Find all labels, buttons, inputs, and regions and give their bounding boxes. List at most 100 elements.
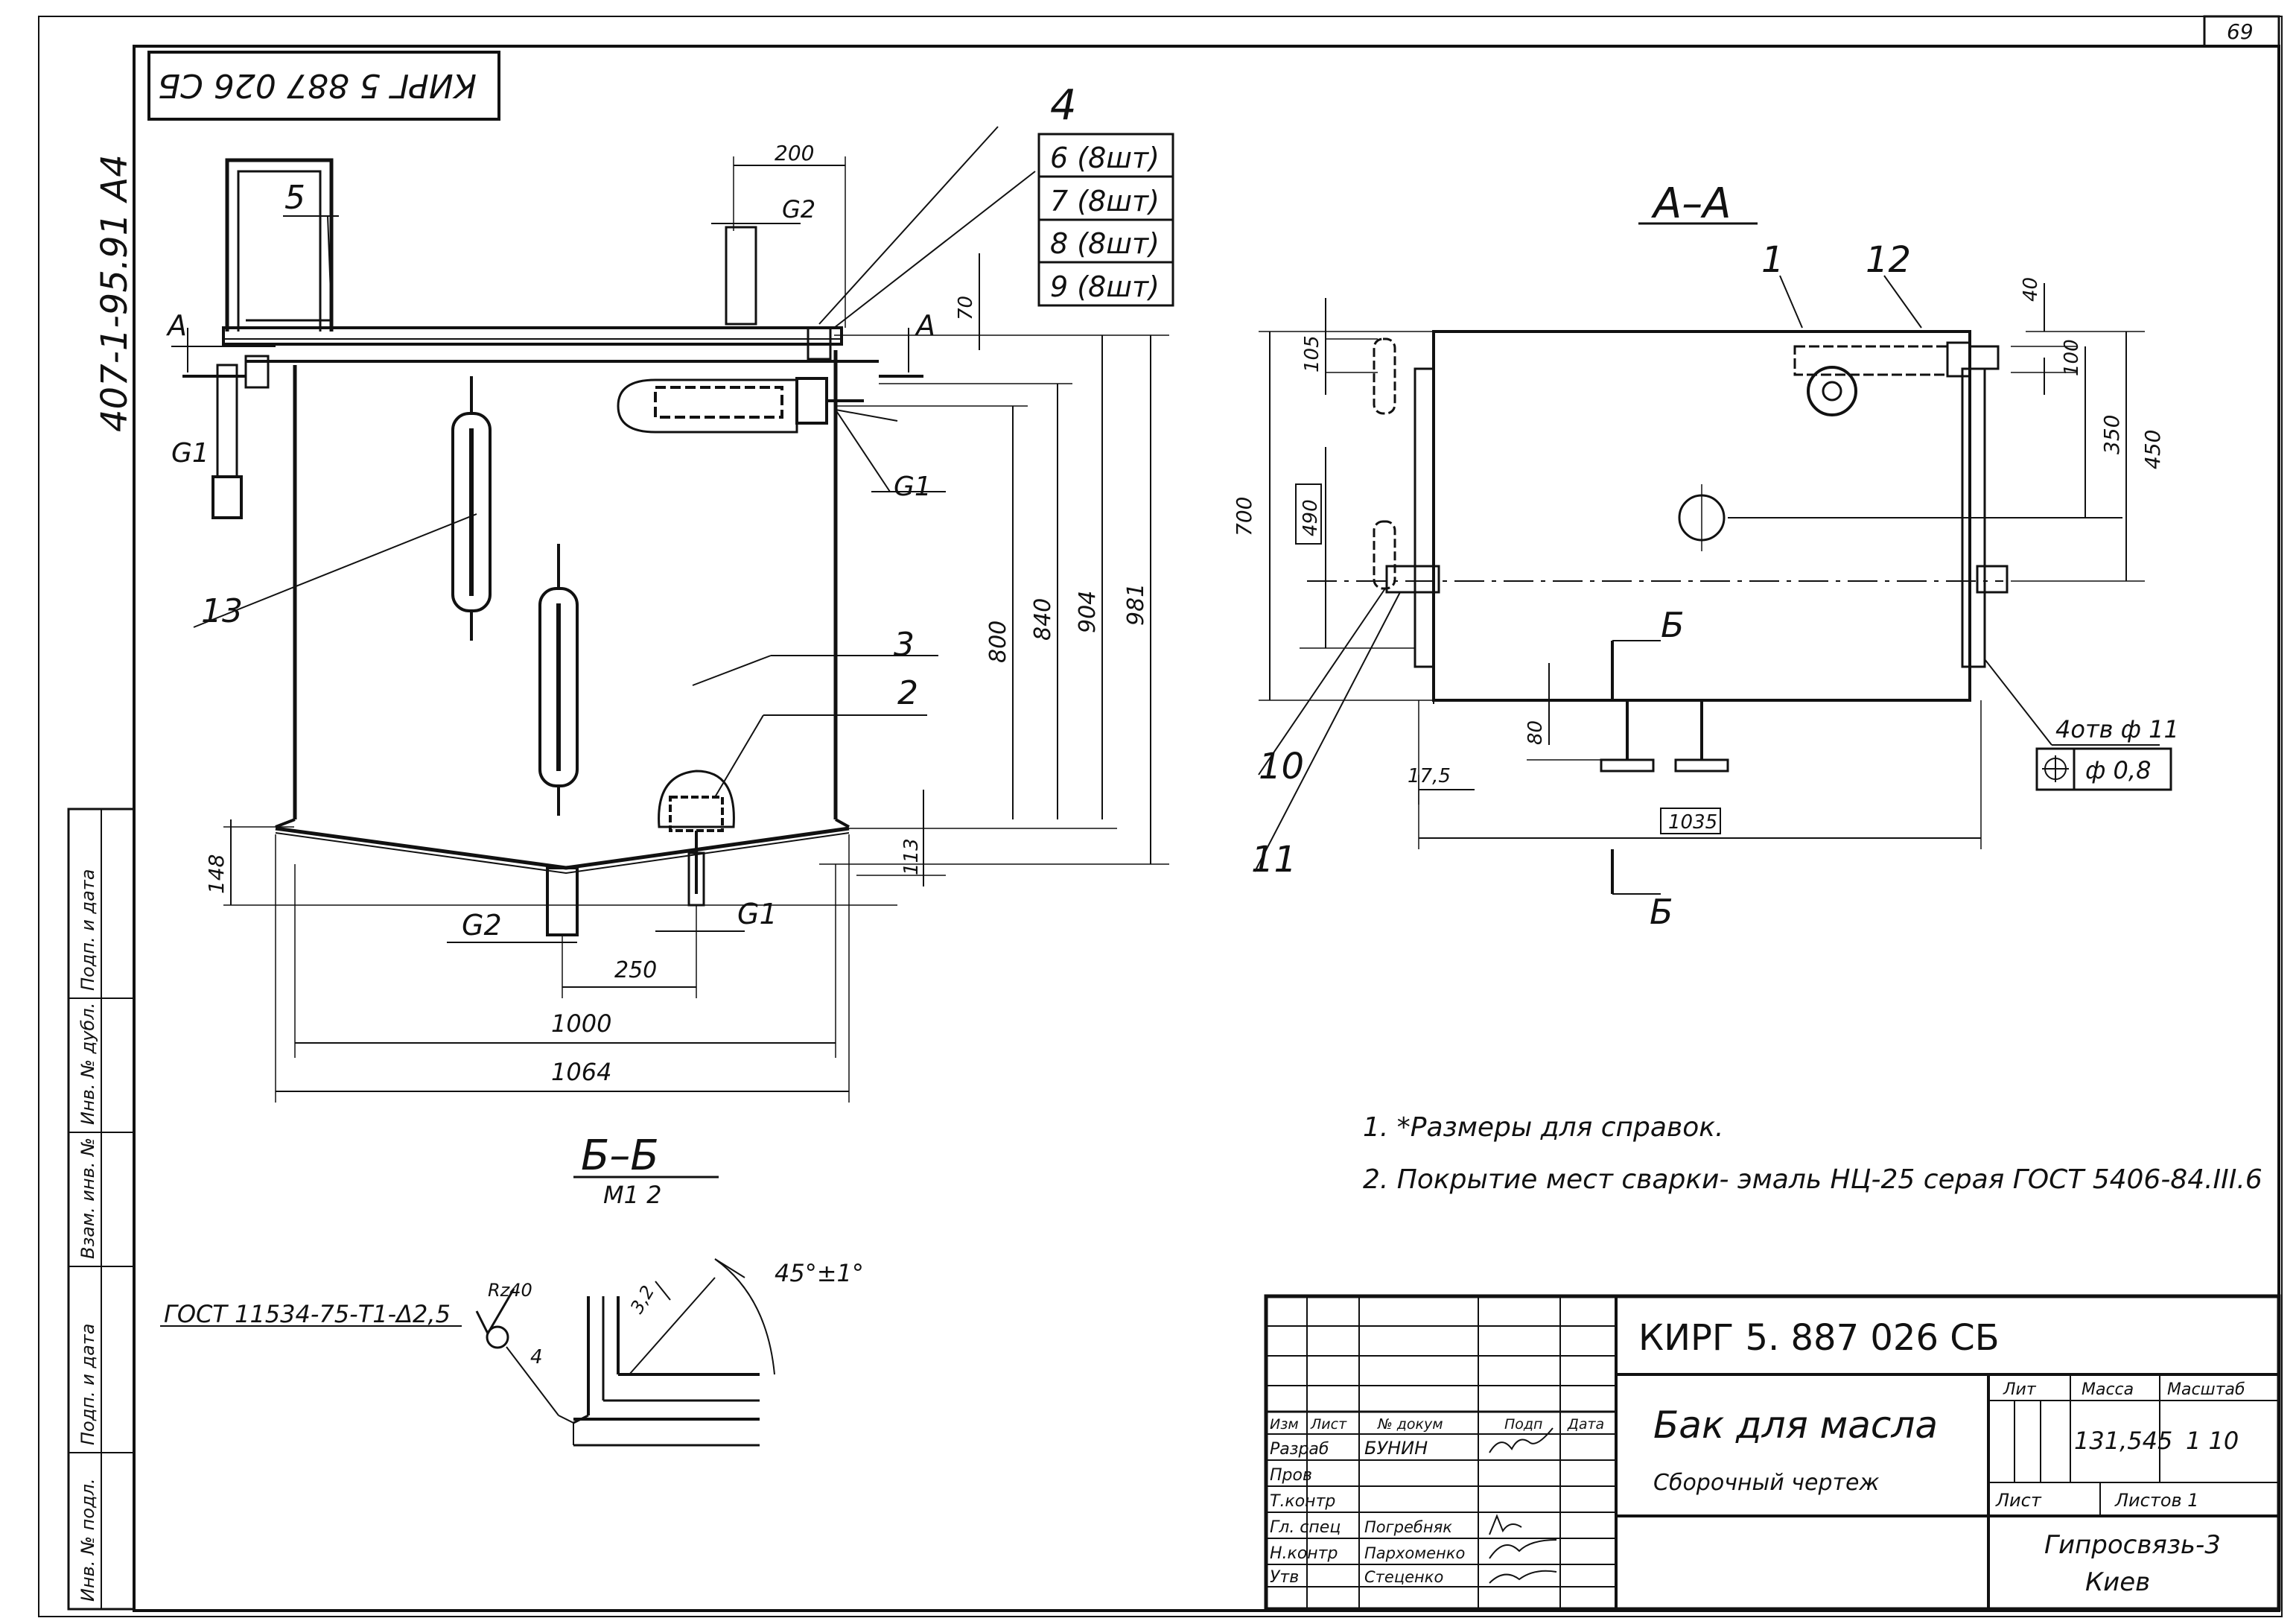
dim-450: 450 (2140, 430, 2165, 469)
stamp-code: КИРГ 5 887 026 СБ (158, 66, 477, 104)
section-aa-view (1254, 222, 2160, 895)
cut-a-left: А (165, 309, 187, 342)
thread-g2-top: G2 (782, 195, 815, 223)
parts-list: 6 (8шт) 7 (8шт) 8 (8шт) 9 (8шт) (1037, 133, 1174, 307)
section-bb-title: Б–Б (581, 1132, 659, 1180)
col-izm: Изм (1270, 1416, 1299, 1433)
callout-12: 12 (1866, 239, 1911, 281)
outer-border (38, 16, 2283, 1617)
dim-981: 981 (1123, 583, 1149, 626)
signatures (1489, 1427, 1557, 1584)
weld-dim-3-2: 3,2 (626, 1282, 658, 1317)
title-block (1264, 1294, 2281, 1611)
head-scale: Масштаб (2167, 1380, 2245, 1399)
dim-904: 904 (1075, 591, 1101, 633)
sheet-number: 69 (2227, 19, 2254, 44)
dim-148: 148 (204, 854, 229, 894)
title-doc-code: КИРГ 5. 887 026 СБ (1638, 1317, 2000, 1359)
strip-label-1: Подп. и дата (77, 869, 98, 992)
person-utv: Стеценко (1364, 1568, 1443, 1586)
mass-value: 131,545 (2074, 1427, 2172, 1455)
person-razrab: БУНИН (1364, 1438, 1428, 1459)
section-bb-view (171, 126, 1169, 1103)
section-aa-title: А–А (1651, 180, 1731, 228)
callout-2: 2 (897, 674, 918, 712)
dim-17-5: 17,5 (1408, 765, 1451, 787)
weld-detail (160, 1258, 775, 1447)
role-utv: Утв (1270, 1568, 1299, 1587)
parts-item-7: 7 (8шт) (1050, 185, 1160, 218)
strip-label-2: Инв. № дубл. (77, 1003, 98, 1125)
section-bb-scale: М1 2 (603, 1181, 662, 1209)
callout-11: 11 (1251, 839, 1297, 881)
dim-105: 105 (1301, 335, 1323, 372)
thread-g1-left: G1 (171, 438, 209, 469)
dim-490: 490 (1300, 499, 1322, 536)
callout-5: 5 (284, 179, 305, 217)
col-date: Дата (1567, 1416, 1604, 1433)
col-list: Лист (1310, 1416, 1347, 1433)
weld-leg: 4 (530, 1346, 543, 1368)
callout-4: 4 (1050, 81, 1077, 130)
title-name: Бак для масла (1653, 1403, 1938, 1447)
role-prov: Пров (1270, 1466, 1312, 1485)
side-strip: Подп. и дата Инв. № дубл. Взам. инв. № П… (67, 808, 136, 1611)
weld-angle: 45°±1° (775, 1259, 864, 1287)
head-lit: Лит (2003, 1380, 2037, 1399)
position-tolerance-frame: ф 0,8 (2035, 747, 2172, 791)
thread-g2-bottom: G2 (462, 909, 502, 942)
callout-13: 13 (201, 592, 243, 630)
dim-70: 70 (955, 296, 977, 320)
dim-250: 250 (614, 957, 657, 983)
role-tkontr: Т.контр (1270, 1492, 1335, 1511)
person-glspec: Погребняк (1364, 1518, 1452, 1536)
callout-1: 1 (1761, 239, 1784, 281)
col-sign: Подп (1504, 1416, 1542, 1433)
title-doc-type: Сборочный чертеж (1653, 1470, 1879, 1496)
dim-1000: 1000 (551, 1009, 611, 1038)
dim-800: 800 (985, 621, 1011, 663)
dim-80: 80 (1524, 720, 1547, 745)
callout-3: 3 (894, 626, 915, 664)
note-2: 2. Покрытие мест сварки- эмаль НЦ-25 сер… (1363, 1164, 2262, 1195)
dim-700: 700 (1232, 497, 1256, 536)
parts-item-8: 8 (8шт) (1050, 227, 1160, 260)
cut-a-right: А (914, 309, 935, 342)
scale-value: 1 10 (2186, 1427, 2239, 1455)
dim-40: 40 (2020, 277, 2042, 302)
side-designation: 407-1-95.91 А4 (94, 154, 136, 432)
role-razrab: Разраб (1270, 1440, 1329, 1459)
weld-roughness: Rz40 (488, 1280, 532, 1301)
dim-1035-box (1660, 808, 1721, 834)
org-city: Киев (2085, 1567, 2150, 1597)
col-doc: № докум (1377, 1416, 1443, 1433)
dim-200: 200 (775, 141, 814, 165)
org-name: Гипросвязь-3 (2044, 1530, 2221, 1560)
role-nkontr: Н.контр (1270, 1544, 1338, 1563)
dim-490-box (1295, 483, 1322, 545)
role-glspec: Гл. спец (1270, 1518, 1341, 1537)
person-nkontr: Пархоменко (1364, 1544, 1465, 1562)
callout-10: 10 (1259, 746, 1304, 787)
dim-100: 100 (2061, 339, 2083, 376)
dim-1064: 1064 (551, 1058, 611, 1086)
strip-label-5: Инв. № подл. (77, 1478, 98, 1602)
dim-840: 840 (1030, 598, 1056, 641)
strip-label-3: Взам. инв. № (77, 1138, 98, 1259)
parts-item-6: 6 (8шт) (1050, 142, 1160, 174)
dim-113: 113 (900, 838, 923, 875)
note-1: 1. *Размеры для справок. (1363, 1112, 1723, 1143)
tolerance-value: ф 0,8 (2085, 756, 2151, 784)
strip-label-4: Подп. и дата (77, 1324, 98, 1446)
thread-g1-bottom: G1 (737, 898, 777, 930)
sheets-label: Листов 1 (2114, 1490, 2199, 1511)
stamp-box (147, 51, 500, 121)
holes-note: 4отв ф 11 (2055, 715, 2179, 743)
dim-350: 350 (2099, 415, 2124, 454)
thread-g1-right: G1 (894, 472, 932, 502)
sheet-label: Лист (1995, 1490, 2042, 1511)
cut-b-top: Б (1661, 605, 1685, 645)
dim-1035: 1035 (1668, 811, 1717, 834)
head-mass: Масса (2082, 1380, 2134, 1399)
